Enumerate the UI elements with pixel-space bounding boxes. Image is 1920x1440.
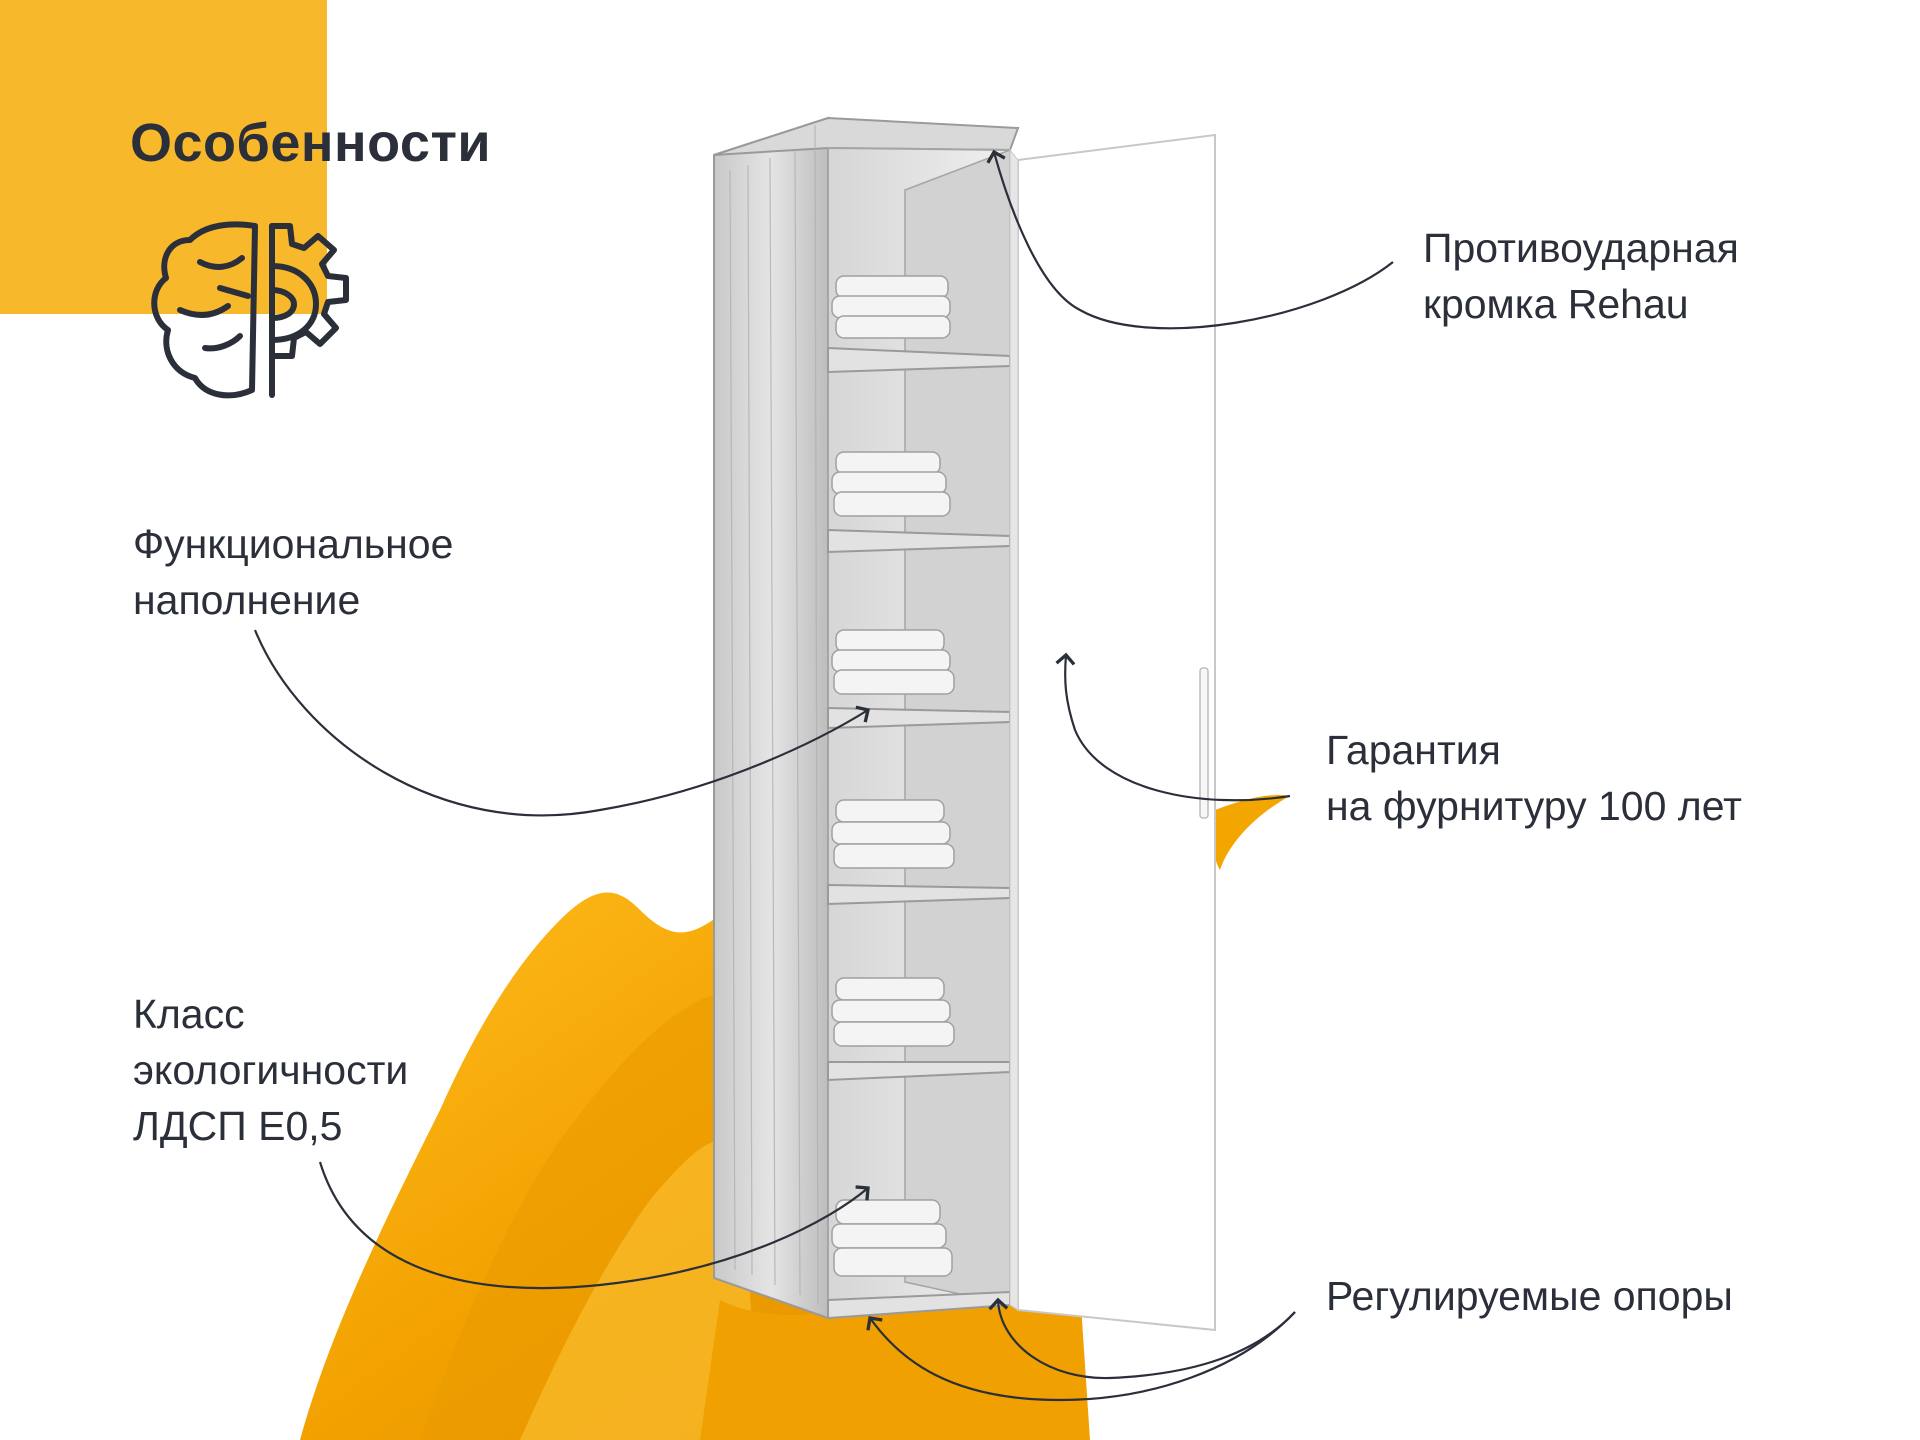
eco-callout-line (318, 1161, 870, 1290)
feature-eco-label: Класс экологичности ЛДСП Е0,5 (133, 986, 408, 1154)
feature-edge-line-1: Противоударная (1423, 225, 1739, 271)
page-title: Особенности (130, 113, 492, 173)
legs-callout-line-1 (988, 1297, 1296, 1380)
feature-warranty-label: Гарантия на фурнитуру 100 лет (1326, 722, 1742, 834)
door-handle (1199, 667, 1209, 819)
feature-warranty-line-2: на фурнитуру 100 лет (1326, 783, 1742, 829)
feature-legs-line-1: Регулируемые опоры (1326, 1273, 1733, 1319)
clothes-stack (831, 451, 951, 517)
feature-filling-line-2: наполнение (133, 577, 361, 623)
feature-edge-line-2: кромка Rehau (1423, 281, 1689, 327)
filling-callout-line (253, 629, 870, 817)
feature-eco-line-2: экологичности (133, 1047, 409, 1093)
warranty-callout-line (1055, 652, 1291, 802)
feature-warranty-line-1: Гарантия (1326, 727, 1501, 773)
edge-callout-line (986, 149, 1394, 330)
wardrobe (713, 116, 1216, 1332)
clothes-stack (831, 275, 951, 339)
legs-callout-line-2 (866, 1311, 1296, 1402)
clothes-stack (831, 1199, 953, 1277)
clothes-stack (831, 629, 955, 695)
feature-eco-line-1: Класс (133, 991, 245, 1037)
feature-edge-label: Противоударная кромка Rehau (1423, 220, 1739, 332)
clothes-stack (831, 977, 955, 1047)
feature-filling-label: Функциональное наполнение (133, 516, 453, 628)
feature-eco-line-3: ЛДСП Е0,5 (133, 1103, 343, 1149)
feature-filling-line-1: Функциональное (133, 521, 454, 567)
callout-lines (253, 149, 1394, 1402)
feature-legs-label: Регулируемые опоры (1326, 1268, 1733, 1324)
clothes-stack (831, 799, 955, 869)
brain-gear-icon (151, 221, 349, 399)
